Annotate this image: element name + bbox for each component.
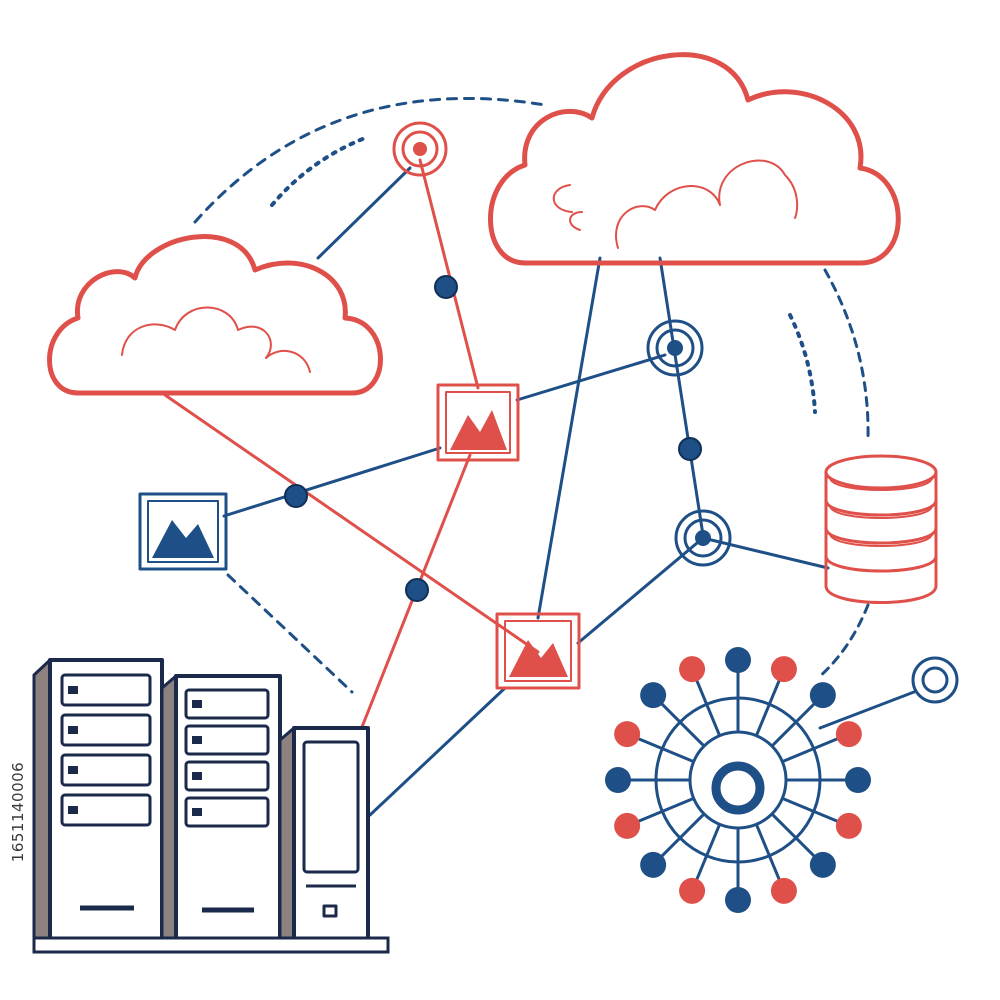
hub-satellite-dot: [614, 812, 641, 839]
hub-spoke: [637, 796, 695, 823]
hub-spoke: [770, 812, 816, 858]
hub-satellite-dot: [770, 877, 797, 904]
hub-satellite-dot: [835, 812, 862, 839]
hub-satellite-dot: [725, 647, 751, 673]
relay-dot: [434, 275, 458, 299]
hub-satellite-dot: [770, 656, 797, 683]
hub-spoke: [637, 737, 695, 764]
image-id-label: 1651140006: [6, 752, 30, 872]
hub-spoke: [754, 823, 781, 881]
desktop-tower-icon: [278, 726, 370, 952]
hub-spoke: [781, 796, 839, 823]
hub-satellite-dot: [605, 767, 631, 793]
relay-dot: [405, 578, 429, 602]
hub-spoke: [695, 823, 722, 881]
relay-dot: [284, 484, 308, 508]
hub-spoke: [660, 702, 706, 748]
hub-spoke: [695, 679, 722, 737]
target-node-icon: [911, 656, 959, 704]
hub-spoke: [754, 679, 781, 737]
relay-dots: [284, 275, 702, 602]
hub-satellite-dot: [809, 851, 836, 878]
hub-satellite-dot: [640, 851, 667, 878]
hub-satellite-dot: [809, 682, 836, 709]
database-icon: [824, 454, 938, 604]
image-id-text: 1651140006: [9, 761, 27, 863]
hub-satellite-dot: [845, 767, 871, 793]
hub-satellite-dot: [725, 887, 751, 913]
hub-spoke: [770, 702, 816, 748]
hub-network-icon: [605, 647, 871, 913]
image-icon: [436, 383, 520, 462]
hub-satellite-dot: [614, 721, 641, 748]
server-rack-icon: [32, 658, 164, 952]
cloud-icon: [488, 52, 901, 266]
hub-satellite-dot: [679, 656, 706, 683]
dashed-arcs: [193, 96, 870, 694]
target-node-icon: [674, 509, 732, 567]
image-icon: [495, 612, 581, 690]
hub-satellite-dot: [640, 682, 667, 709]
server-rack-icon: [160, 674, 282, 952]
hub-satellite-dot: [679, 877, 706, 904]
relay-dot: [678, 437, 702, 461]
hub-spoke: [660, 812, 706, 858]
server-base-shelf: [32, 936, 390, 954]
target-node-icon: [392, 121, 448, 177]
cloud-icon: [47, 234, 383, 396]
hub-satellite-dot: [835, 721, 862, 748]
hub-spoke: [781, 737, 839, 764]
target-node-icon: [646, 319, 704, 377]
image-icon: [138, 492, 228, 571]
